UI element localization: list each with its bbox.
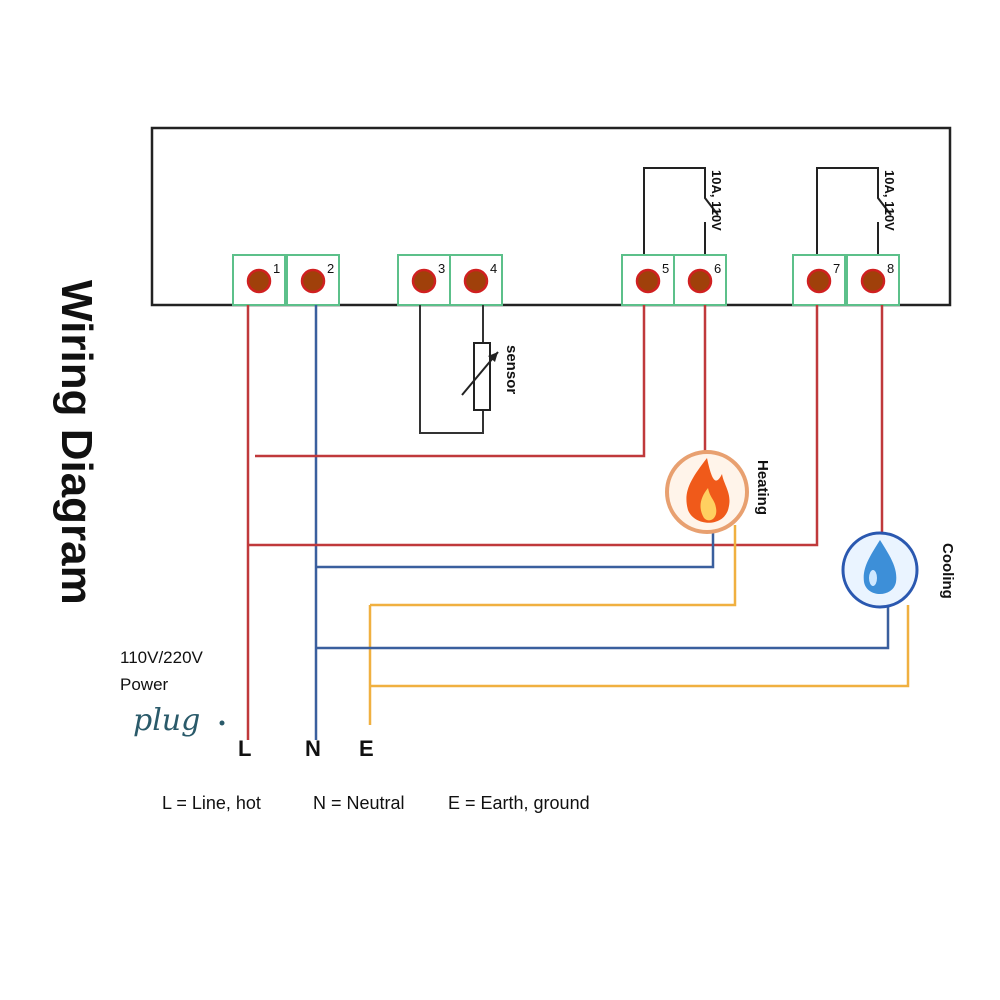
- sensor-label: sensor: [503, 345, 520, 394]
- line-terminal-label: L: [238, 736, 251, 761]
- terminal-screw: [300, 268, 326, 294]
- plug-label: plug: [133, 703, 200, 738]
- terminal-number: 2: [327, 261, 334, 276]
- terminal-screw: [463, 268, 489, 294]
- terminal-number: 8: [887, 261, 894, 276]
- terminal-number: 4: [490, 261, 497, 276]
- terminal-block: [397, 254, 451, 306]
- terminal-screw: [687, 268, 713, 294]
- power-voltage-label: 110V/220V: [120, 648, 204, 667]
- terminal-number: 6: [714, 261, 721, 276]
- sensor-thermistor-icon: [461, 342, 499, 411]
- relay-rating-1: 10A, 110V: [709, 170, 724, 231]
- terminal-number: 5: [662, 261, 669, 276]
- wire-line-to-t5: [255, 305, 646, 458]
- diagram-title: Wiring Diagram: [52, 280, 101, 605]
- power-label: Power: [120, 675, 169, 694]
- terminal-3: 3: [397, 254, 451, 306]
- plug-dot: [219, 720, 225, 726]
- terminal-1: 1: [232, 254, 286, 306]
- terminal-number: 7: [833, 261, 840, 276]
- earth-terminal-label: E: [359, 736, 374, 761]
- cooling-water-drop-icon: [841, 531, 919, 609]
- terminal-4: 4: [449, 254, 503, 306]
- heating-flame-icon: [665, 450, 749, 534]
- terminal-2: 2: [286, 254, 340, 306]
- terminal-7: 7: [792, 254, 846, 306]
- terminal-6: 6: [673, 254, 727, 306]
- terminal-8: 8: [846, 254, 900, 306]
- wire-neutral-heating: [316, 530, 715, 569]
- terminal-number: 3: [438, 261, 445, 276]
- terminal-screw: [411, 268, 437, 294]
- terminal-screw: [635, 268, 661, 294]
- legend-line: L = Line, hot: [162, 793, 261, 813]
- cooling-label: Cooling: [939, 543, 956, 599]
- neutral-terminal-label: N: [305, 736, 321, 761]
- legend-earth: E = Earth, ground: [448, 793, 590, 813]
- wire-neutral-cooling: [316, 607, 890, 650]
- relay-rating-2: 10A, 110V: [882, 170, 897, 231]
- terminal-5: 5: [621, 254, 675, 306]
- relay-2: [816, 167, 892, 255]
- terminal-number: 1: [273, 261, 280, 276]
- wire-earth-cooling: [370, 605, 910, 688]
- terminal-block: [286, 254, 340, 306]
- legend-neutral: N = Neutral: [313, 793, 405, 813]
- heating-label: Heating: [754, 460, 771, 515]
- terminal-screw: [860, 268, 886, 294]
- wire-line-to-t7: [248, 305, 819, 547]
- wire-earth-heating: [370, 525, 737, 607]
- terminal-screw: [806, 268, 832, 294]
- terminal-screw: [246, 268, 272, 294]
- relay-1: [643, 167, 719, 255]
